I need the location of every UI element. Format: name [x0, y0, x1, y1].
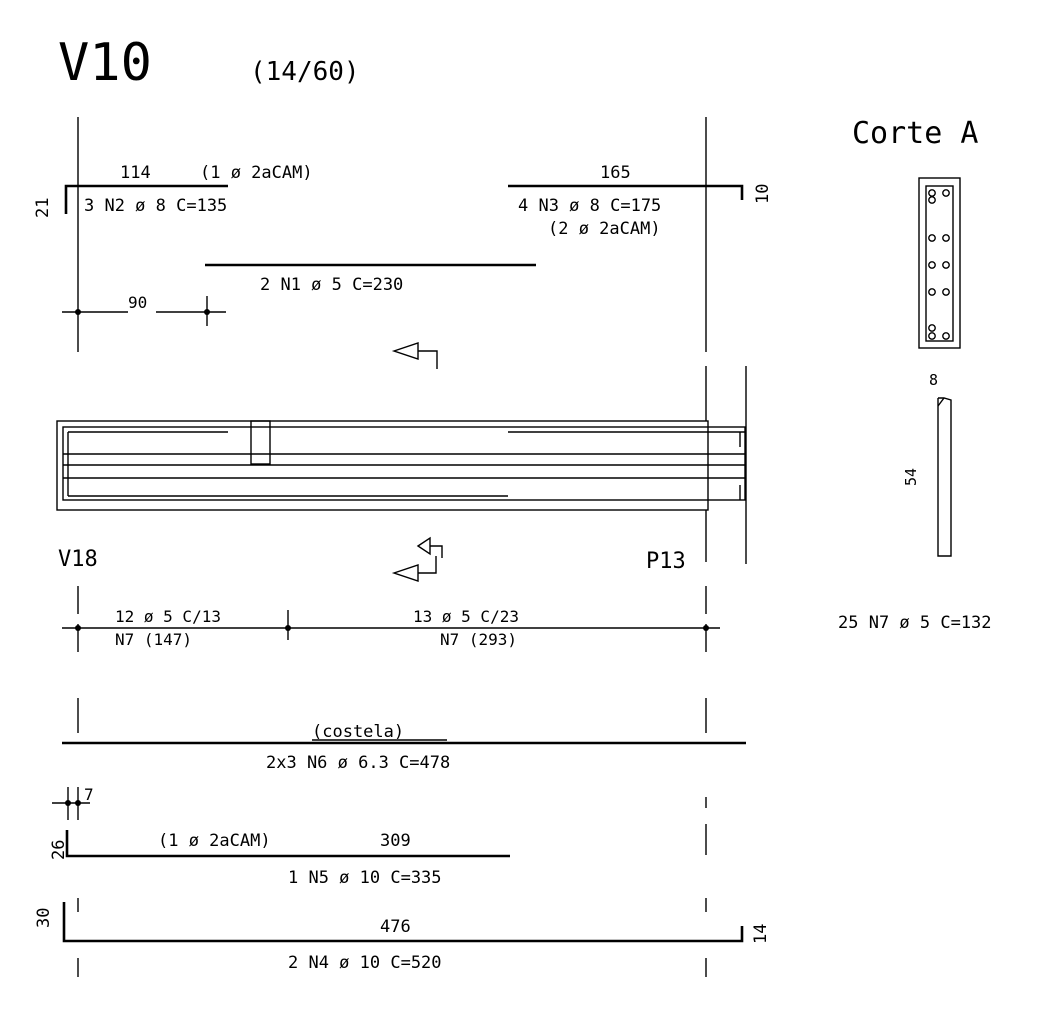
beam-section: (14/60) — [250, 57, 360, 87]
bar-n2: 114 (1 ø 2aCAM) 3 N2 ø 8 C=135 21 — [33, 163, 313, 218]
stirrup-right-detail: N7 (293) — [440, 630, 517, 649]
bar-n2-spec: 3 N2 ø 8 C=135 — [84, 196, 227, 216]
bar-n2-note: (1 ø 2aCAM) — [200, 163, 313, 183]
stirrup-distribution: 12 ø 5 C/13 N7 (147) 13 ø 5 C/23 N7 (293… — [62, 586, 720, 660]
bar-n4-hook-right: 14 — [751, 924, 771, 944]
dimension-90-label: 90 — [128, 293, 147, 312]
bar-n4-spec: 2 N4 ø 10 C=520 — [288, 953, 442, 973]
bar-n6-note: (costela) — [312, 722, 404, 742]
stirrup-left-spec: 12 ø 5 C/13 — [115, 607, 221, 626]
stirrup-width-label: 8 — [929, 371, 938, 389]
bar-n3-length: 165 — [600, 163, 631, 183]
stirrup-right-spec: 13 ø 5 C/23 — [413, 607, 519, 626]
support-right-label: P13 — [646, 549, 686, 574]
bar-n3: 165 4 N3 ø 8 C=175 (2 ø 2aCAM) 10 — [508, 163, 773, 239]
bar-n3-hook: 10 — [753, 184, 773, 204]
bar-n1: 2 N1 ø 5 C=230 — [205, 263, 536, 295]
section-mark-top — [391, 342, 438, 369]
bar-n2-length: 114 — [120, 163, 151, 183]
bar-n5-spec: 1 N5 ø 10 C=335 — [288, 868, 442, 888]
cross-section-a — [918, 177, 961, 349]
beam-title: V10 — [58, 33, 152, 93]
bar-n3-note: (2 ø 2aCAM) — [548, 219, 661, 239]
stirrup-detail: 8 54 — [902, 371, 952, 557]
bar-n3-spec: 4 N3 ø 8 C=175 — [518, 196, 661, 216]
bar-n5-offset: 7 — [84, 785, 94, 804]
bar-n4: 30 476 14 2 N4 ø 10 C=520 — [34, 902, 771, 973]
corte-title: Corte A — [852, 116, 978, 151]
beam-elevation — [56, 366, 747, 564]
bar-n4-hook-left: 30 — [34, 908, 54, 928]
bar-n2-hook: 21 — [33, 198, 53, 218]
dimension-90: 90 — [62, 293, 226, 326]
bar-n5-note: (1 ø 2aCAM) — [158, 831, 271, 851]
bar-n4-length: 476 — [380, 917, 411, 937]
section-mark-bottom — [391, 536, 443, 582]
bar-n6-spec: 2x3 N6 ø 6.3 C=478 — [266, 753, 450, 773]
bar-n5-length: 309 — [380, 831, 411, 851]
bar-n5: 7 26 (1 ø 2aCAM) 309 1 N5 ø 10 C=335 — [49, 785, 510, 888]
bar-n1-spec: 2 N1 ø 5 C=230 — [260, 275, 403, 295]
stirrup-spec-label: 25 N7 ø 5 C=132 — [838, 613, 992, 633]
stirrup-height-label: 54 — [902, 468, 920, 486]
stirrup-left-detail: N7 (147) — [115, 630, 192, 649]
bar-n6: (costela) 2x3 N6 ø 6.3 C=478 — [62, 722, 746, 773]
bar-n5-hook: 26 — [49, 840, 69, 860]
support-left-label: V18 — [58, 547, 98, 572]
